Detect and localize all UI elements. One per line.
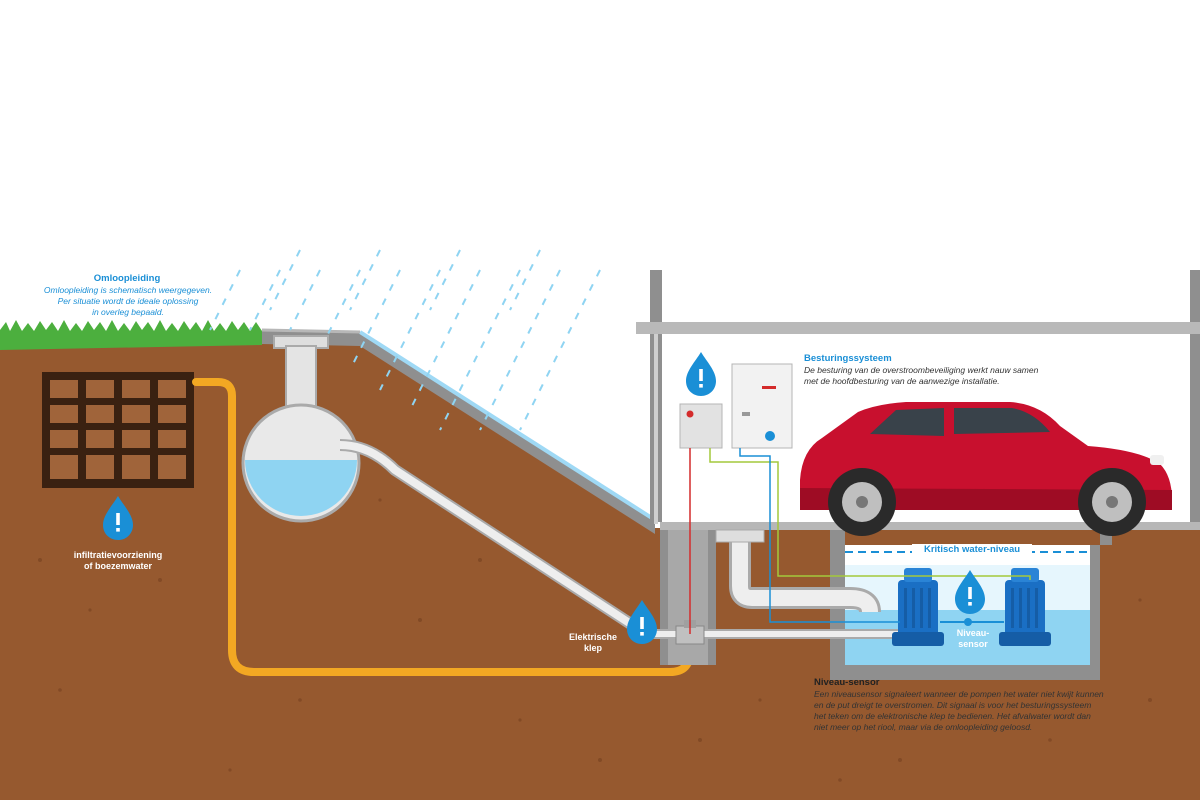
car: [800, 402, 1172, 536]
infiltration-crate: [42, 372, 194, 488]
klep-line: klep: [583, 643, 602, 653]
niveausensor-line: niet meer op het riool, maar via de omlo…: [814, 722, 1033, 732]
cables: [689, 448, 1031, 634]
klep-line: Elektrische: [568, 632, 618, 642]
besturing-title: Besturingssysteem: [804, 353, 892, 364]
besturing-description: De besturing van de overstroombeveiligin…: [804, 365, 1104, 387]
omloopleiding-description: Omloopleiding is schematisch weergegeven…: [20, 285, 236, 318]
omloopleiding-line: in overleg bepaald.: [92, 307, 164, 317]
kritisch-water-niveau-label: Kritisch water-niveau: [912, 544, 1032, 556]
pump-left: [892, 568, 944, 646]
info-drop-icon: [686, 352, 716, 396]
pump-right: [999, 568, 1051, 646]
grass: [0, 320, 262, 350]
infiltratie-line: infiltratievoorziening: [73, 550, 163, 560]
manhole-tank: [241, 335, 361, 523]
niveau-sensor-line: sensor: [958, 639, 988, 649]
niveau-sensor-label: Niveau- sensor: [948, 628, 998, 650]
omloopleiding-line: Omloopleiding is schematisch weergegeven…: [43, 285, 213, 295]
infiltratie-label: infiltratievoorziening of boezemwater: [58, 550, 178, 572]
besturing-line: De besturing van de overstroombeveiligin…: [804, 365, 1039, 375]
omloopleiding-line: Per situatie wordt de ideale oplossing: [57, 296, 199, 306]
soil-texture: [38, 498, 1152, 782]
rain: [209, 249, 601, 431]
infiltratie-line: of boezemwater: [83, 561, 152, 571]
klep-label: Elektrische klep: [558, 632, 628, 654]
niveausensor-line: en de put dreigt te overstromen. Dit sig…: [814, 700, 1092, 710]
bypass-pipe: [192, 378, 694, 676]
control-box-main: [731, 363, 793, 449]
niveausensor-title: Niveau-sensor: [814, 677, 880, 688]
niveausensor-line: het teken om de elektronische klep te be…: [814, 711, 1091, 721]
niveau-sensor-line: Niveau-: [956, 628, 990, 638]
control-box-small: [679, 403, 723, 449]
besturing-line: met de hoofdbesturing van de aanwezige i…: [804, 376, 1000, 386]
omloopleiding-title: Omloopleiding: [93, 273, 161, 284]
niveausensor-description: Een niveausensor signaleert wanneer de p…: [814, 689, 1194, 733]
niveausensor-line: Een niveausensor signaleert wanneer de p…: [814, 689, 1104, 699]
